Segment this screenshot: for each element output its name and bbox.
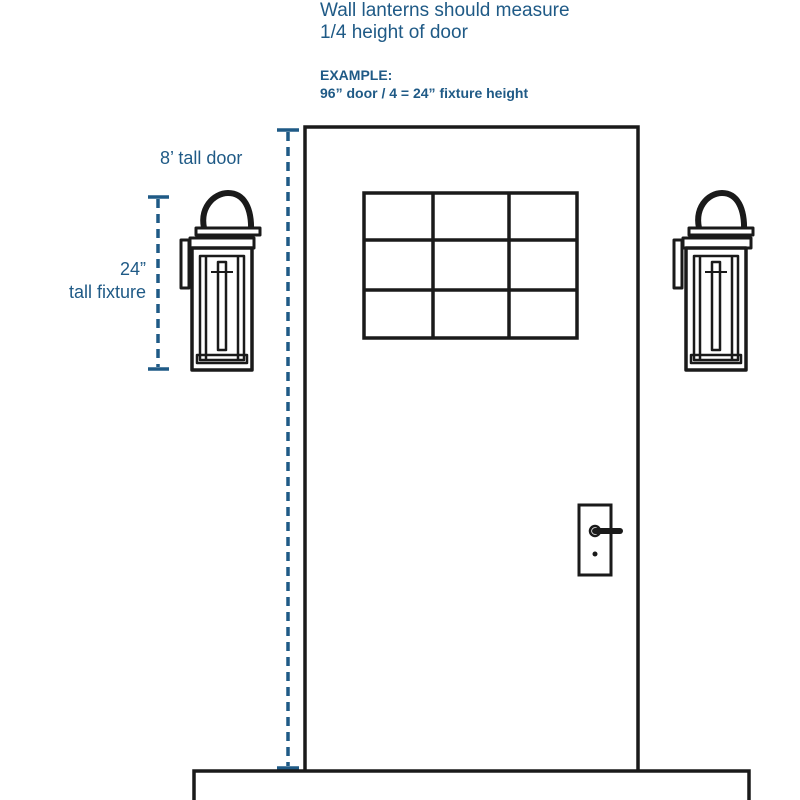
lantern-hook <box>695 190 748 233</box>
example-formula: 96” door / 4 = 24” fixture height <box>320 85 529 101</box>
lantern-glass-frame <box>198 254 246 362</box>
lantern-top-cap <box>194 226 262 237</box>
lantern-candle <box>710 260 722 352</box>
left-lantern <box>179 190 262 372</box>
door <box>303 125 640 774</box>
lantern-body <box>684 246 748 372</box>
door-dimension-line <box>277 128 299 770</box>
door-step <box>192 769 751 800</box>
lantern-top-cap <box>687 226 755 237</box>
keyhole <box>592 551 598 557</box>
heading: Wall lanterns should measure 1/4 height … <box>320 0 570 44</box>
window-frame <box>362 191 579 340</box>
lantern-base-trim <box>195 353 249 365</box>
lantern-base-trim <box>689 353 743 365</box>
right-lantern <box>672 190 755 372</box>
door-panel <box>303 125 640 774</box>
fixture-height-caption: tall fixture <box>68 282 146 302</box>
door-window <box>362 191 579 340</box>
heading-line-2: 1/4 height of door <box>320 22 468 43</box>
example-label: EXAMPLE: <box>320 67 393 83</box>
lantern-glass-frame <box>692 254 740 362</box>
fixture-height-label: 24” tall fixture <box>40 258 146 304</box>
example-block: EXAMPLE: 96” door / 4 = 24” fixture heig… <box>320 66 528 102</box>
lantern-wall-mount <box>179 238 191 290</box>
handle-plate <box>577 503 613 577</box>
door-handle <box>577 503 623 577</box>
lantern-candle <box>216 260 228 352</box>
heading-line-1: Wall lanterns should measure <box>320 0 570 21</box>
door-height-label: 8’ tall door <box>160 148 243 168</box>
lantern-wall-mount <box>672 238 684 290</box>
lantern-hook <box>200 190 255 233</box>
fixture-height-value: 24” <box>119 259 146 279</box>
fixture-dimension-line <box>148 195 169 371</box>
